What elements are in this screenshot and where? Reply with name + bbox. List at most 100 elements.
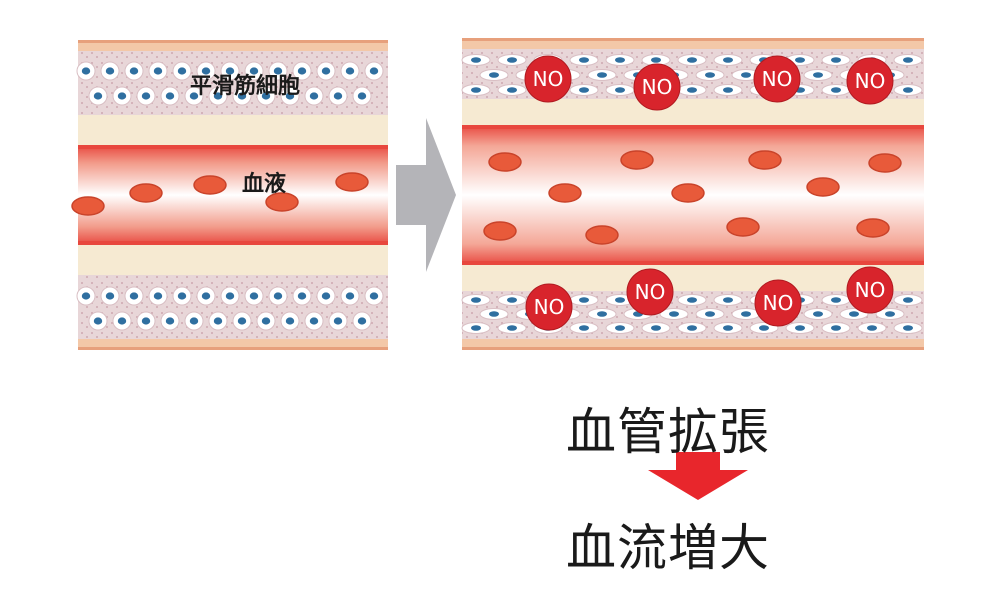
smooth-muscle-cell bbox=[893, 54, 923, 66]
smooth-muscle-cell bbox=[112, 311, 132, 331]
smooth-muscle-cell bbox=[479, 308, 509, 320]
no-marker-label: NO bbox=[762, 67, 793, 91]
no-marker-label: NO bbox=[855, 278, 886, 302]
smooth-muscle-cell bbox=[821, 84, 851, 96]
no-marker: NO bbox=[525, 283, 573, 331]
no-marker: NO bbox=[626, 268, 674, 316]
smooth-muscle-cells-top bbox=[76, 61, 384, 106]
smooth-muscle-cell bbox=[136, 86, 156, 106]
red-blood-cell bbox=[671, 183, 705, 203]
smooth-muscle-cell bbox=[713, 294, 743, 306]
smooth-muscle-cell bbox=[857, 322, 887, 334]
smooth-muscle-cell bbox=[587, 69, 617, 81]
no-marker: NO bbox=[753, 55, 801, 103]
outer-line-top bbox=[78, 40, 388, 43]
no-marker-label: NO bbox=[635, 280, 666, 304]
vessel-wall-top bbox=[78, 145, 388, 149]
smooth-muscle-cell bbox=[340, 61, 360, 81]
smooth-muscle-cell bbox=[76, 61, 96, 81]
smooth-muscle-cell bbox=[148, 61, 168, 81]
outer-band-bottom bbox=[78, 339, 388, 350]
smooth-muscle-cell bbox=[677, 84, 707, 96]
smooth-muscle-cell bbox=[569, 54, 599, 66]
arrow-down-icon bbox=[648, 452, 748, 500]
smooth-muscle-cell bbox=[136, 311, 156, 331]
smooth-muscle-cell bbox=[677, 294, 707, 306]
cream-layer-bottom bbox=[78, 245, 388, 275]
smooth-muscle-cell bbox=[821, 54, 851, 66]
smooth-muscle-cell bbox=[328, 311, 348, 331]
smooth-muscle-cell bbox=[893, 294, 923, 306]
smooth-muscle-cell bbox=[268, 61, 288, 81]
smooth-muscle-cell bbox=[220, 61, 240, 81]
cream-layer-top bbox=[78, 115, 388, 145]
smooth-muscle-cell bbox=[569, 322, 599, 334]
smooth-muscle-cell bbox=[497, 54, 527, 66]
smooth-muscle-cell bbox=[100, 286, 120, 306]
no-marker-label: NO bbox=[534, 295, 565, 319]
smooth-muscle-cell bbox=[124, 61, 144, 81]
smooth-muscle-cell bbox=[172, 286, 192, 306]
red-blood-cells bbox=[71, 172, 369, 216]
smooth-muscle-cell bbox=[88, 311, 108, 331]
smooth-muscle-cell bbox=[88, 86, 108, 106]
smooth-muscle-cell bbox=[587, 308, 617, 320]
smooth-muscle-cell bbox=[893, 322, 923, 334]
smooth-muscle-cell bbox=[148, 286, 168, 306]
red-blood-cell bbox=[483, 221, 517, 241]
smooth-muscle-cells-bottom bbox=[461, 294, 923, 334]
smooth-muscle-cell bbox=[352, 86, 372, 106]
vessel-wall-bottom bbox=[78, 241, 388, 245]
smooth-muscle-cell bbox=[292, 61, 312, 81]
vessel-wall-bottom bbox=[462, 261, 924, 265]
no-marker: NO bbox=[846, 266, 894, 314]
smooth-muscle-cell bbox=[328, 86, 348, 106]
red-blood-cell bbox=[726, 217, 760, 237]
smooth-muscle-cell bbox=[256, 86, 276, 106]
smooth-muscle-cell bbox=[232, 86, 252, 106]
smooth-muscle-cells-bottom bbox=[76, 286, 384, 331]
smooth-muscle-cell bbox=[124, 286, 144, 306]
red-blood-cell bbox=[335, 172, 369, 192]
smooth-muscle-cell bbox=[244, 61, 264, 81]
smooth-muscle-cell bbox=[280, 311, 300, 331]
smooth-muscle-cell bbox=[461, 84, 491, 96]
red-blood-cell bbox=[856, 218, 890, 238]
smooth-muscle-cell bbox=[677, 322, 707, 334]
smooth-muscle-cell bbox=[232, 311, 252, 331]
smooth-muscle-cell bbox=[352, 311, 372, 331]
smooth-muscle-cell bbox=[196, 286, 216, 306]
red-blood-cell bbox=[488, 152, 522, 172]
red-blood-cell bbox=[548, 183, 582, 203]
smooth-muscle-cell bbox=[497, 84, 527, 96]
no-marker-label: NO bbox=[642, 75, 673, 99]
smooth-muscle-cell bbox=[184, 86, 204, 106]
smooth-muscle-cell bbox=[497, 322, 527, 334]
smooth-muscle-cell bbox=[803, 69, 833, 81]
smooth-muscle-cell bbox=[461, 54, 491, 66]
smooth-muscle-cell bbox=[713, 54, 743, 66]
smooth-muscle-cell bbox=[364, 286, 384, 306]
smooth-muscle-cell bbox=[172, 61, 192, 81]
smooth-muscle-cell bbox=[893, 84, 923, 96]
cream-layer-top bbox=[462, 99, 924, 125]
smooth-muscle-cell bbox=[208, 86, 228, 106]
smooth-muscle-cell bbox=[641, 322, 671, 334]
smooth-muscle-cell bbox=[304, 311, 324, 331]
no-marker-label: NO bbox=[855, 69, 886, 93]
red-blood-cell bbox=[620, 150, 654, 170]
smooth-muscle-cell bbox=[196, 61, 216, 81]
smooth-muscle-cell bbox=[160, 86, 180, 106]
smooth-muscle-cell bbox=[76, 286, 96, 306]
red-blood-cell bbox=[265, 192, 299, 212]
smooth-muscle-cell bbox=[695, 69, 725, 81]
smooth-muscle-cell bbox=[461, 322, 491, 334]
outer-line-bottom bbox=[78, 347, 388, 350]
red-blood-cell bbox=[71, 196, 105, 216]
smooth-muscle-cell bbox=[220, 286, 240, 306]
outer-band-top bbox=[462, 38, 924, 49]
blood-flow-increase-label: 血流増大 bbox=[566, 519, 770, 577]
no-marker: NO bbox=[846, 57, 894, 105]
